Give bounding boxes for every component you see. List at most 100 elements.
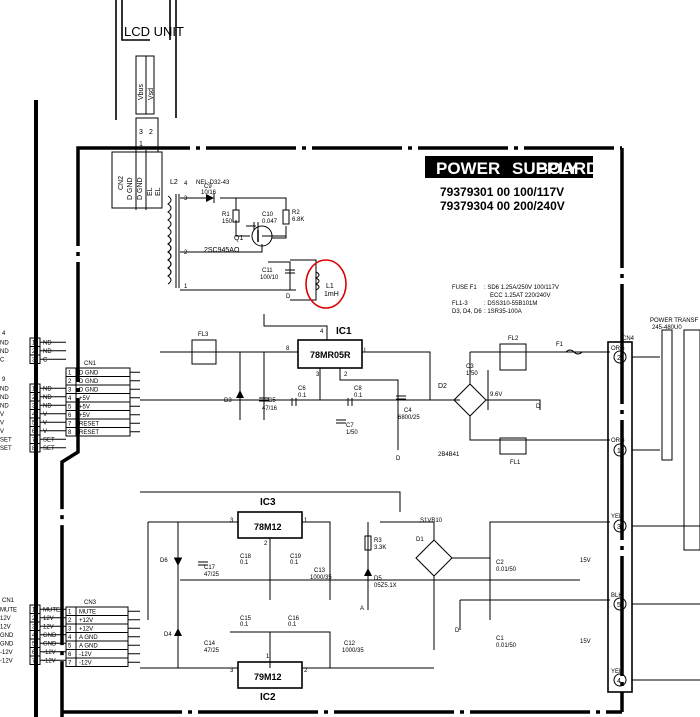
svg-text:1: 1 <box>266 654 270 660</box>
svg-text:1: 1 <box>184 284 188 290</box>
lefta-pin-2: 2 <box>32 349 36 355</box>
leftc-edge-label: GND <box>0 633 14 639</box>
cn3-pin-2: 2 <box>68 618 72 624</box>
leftb-pin-1: 1 <box>32 387 36 393</box>
leftc-pin-3: 3 <box>32 625 36 631</box>
svg-text:05Z5.1X: 05Z5.1X <box>374 583 397 589</box>
cn3-label: -12V <box>79 652 92 658</box>
svg-text:C19: C19 <box>290 554 302 560</box>
svg-text:FL1-3: FL1-3 <box>452 301 468 307</box>
leftb-pin-5: 5 <box>32 421 36 427</box>
svg-text:D3: D3 <box>224 398 232 404</box>
leftc-pin-2: 2 <box>32 616 36 622</box>
leftc-label: 12V <box>43 625 54 631</box>
q1-transistor <box>251 225 273 247</box>
board-outline <box>60 146 624 717</box>
rectifier-top: D2 2B4B41 FL2 FL1 F1 C3 1/50 9.6V D <box>438 336 610 466</box>
leftc-label: -12V <box>43 659 56 665</box>
svg-text:Q1: Q1 <box>234 235 243 242</box>
svg-text:POWER TRANSF: POWER TRANSF <box>650 318 699 324</box>
svg-text:F1: F1 <box>556 342 564 348</box>
svg-text:5: 5 <box>617 602 621 609</box>
svg-text:C2: C2 <box>496 560 504 566</box>
svg-text:4: 4 <box>617 678 621 685</box>
svg-text:SUPPLY: SUPPLY <box>512 159 579 178</box>
svg-text:78M12: 78M12 <box>254 522 282 532</box>
svg-text:D: D <box>396 456 401 462</box>
ic3-section: 78M12 IC3 3 1 2 D6 C17 47/25 C18 0.1 C19… <box>140 491 610 703</box>
svg-text:0.047: 0.047 <box>262 219 278 225</box>
cn2-pin-1: 1 <box>139 141 143 148</box>
cn3-name: CN3 <box>84 600 97 606</box>
svg-text:0.1: 0.1 <box>290 560 299 566</box>
cn1-pin-5: 5 <box>68 405 72 411</box>
svg-text:IC1: IC1 <box>336 326 352 337</box>
svg-text:10/16: 10/16 <box>201 190 217 196</box>
leftb-label: ND <box>43 404 52 410</box>
lefta-label: ND <box>43 341 52 347</box>
svg-text:15V: 15V <box>580 558 591 564</box>
svg-text:2: 2 <box>344 372 348 378</box>
svg-text:79M12: 79M12 <box>254 672 282 682</box>
svg-text:: DSS310-55B101M: : DSS310-55B101M <box>484 301 537 307</box>
leftc-label: GND <box>43 633 57 639</box>
svg-text:YEL: YEL <box>611 669 623 675</box>
svg-text:D1: D1 <box>416 537 424 543</box>
lefta-label: ND <box>43 349 52 355</box>
cn1-label: D GND <box>79 371 99 377</box>
part-number-100v: 79379301 00 100/117V <box>440 185 564 199</box>
svg-text:D5: D5 <box>374 576 382 582</box>
cn3-pin-7: 7 <box>68 661 72 667</box>
svg-text:9.6V: 9.6V <box>490 392 502 398</box>
leftb-name: 9 <box>2 377 6 383</box>
svg-text:1/50: 1/50 <box>466 371 478 377</box>
svg-text:C1: C1 <box>496 636 504 642</box>
oscillator-section: L2 NEL-D32-43 4 3 2 1 C9 10/16 R1 150 R2… <box>167 179 347 309</box>
leftb-label: SET <box>43 446 55 452</box>
svg-text:2SC945AO: 2SC945AO <box>204 247 240 254</box>
leftc-name: CN1 <box>2 598 15 604</box>
svg-text:6.8K: 6.8K <box>292 217 304 223</box>
svg-text:0.01/50: 0.01/50 <box>496 567 517 573</box>
leftc-label: GND <box>43 642 57 648</box>
leftc-edge-label: -12V <box>0 650 13 656</box>
lcd-pin-vbus: Vbus <box>138 84 145 100</box>
svg-text:C8: C8 <box>354 386 362 392</box>
notes: FUSE F1 : SD6 1.25A/250V 100/117V ECC 1.… <box>452 285 559 315</box>
svg-text:0.1: 0.1 <box>354 393 363 399</box>
leftc-pin-6: 6 <box>32 650 36 656</box>
svg-text:I: I <box>364 348 366 354</box>
r1-resistor <box>232 209 240 223</box>
f1-fuse <box>565 349 583 355</box>
svg-text:1000/35: 1000/35 <box>342 648 364 654</box>
fl2-filter <box>499 343 527 371</box>
svg-text:D2: D2 <box>438 383 447 390</box>
svg-text:POWER: POWER <box>436 159 500 178</box>
svg-text:C17: C17 <box>204 565 216 571</box>
svg-text:C5: C5 <box>268 398 276 404</box>
leftc-label: -12V <box>43 650 56 656</box>
leftb-pin-6: 6 <box>32 429 36 435</box>
svg-text:100/10: 100/10 <box>260 275 279 281</box>
leftb-edge-label: ND <box>0 395 9 401</box>
lcd-unit-title: LCD UNIT <box>124 24 184 39</box>
cn1-pin-3: 3 <box>68 388 72 394</box>
cn1-pin-8: 8 <box>68 430 72 436</box>
lefta-pin-1: 1 <box>32 341 36 347</box>
r2-resistor <box>282 209 290 225</box>
svg-text:15V: 15V <box>580 639 591 645</box>
l1-highlight-circle <box>305 259 347 309</box>
svg-text:47/25: 47/25 <box>204 572 220 578</box>
leftc-edge-label: 12V <box>0 625 11 631</box>
leftb-pin-2: 2 <box>32 395 36 401</box>
leftc-pin-7: 7 <box>32 659 36 665</box>
svg-text:NEL-D32-43: NEL-D32-43 <box>196 180 230 186</box>
leftb-label: ND <box>43 395 52 401</box>
board-title: POWER SUPPLY BOARD 79379301 00 100/117V … <box>425 156 598 213</box>
svg-text:C3: C3 <box>466 364 474 370</box>
leftb-edge-label: V <box>0 421 4 427</box>
ic1-section: 78MR05R IC1 4 8 I 3 2 FL3 D3 C5 47/16 C6… <box>140 314 460 462</box>
